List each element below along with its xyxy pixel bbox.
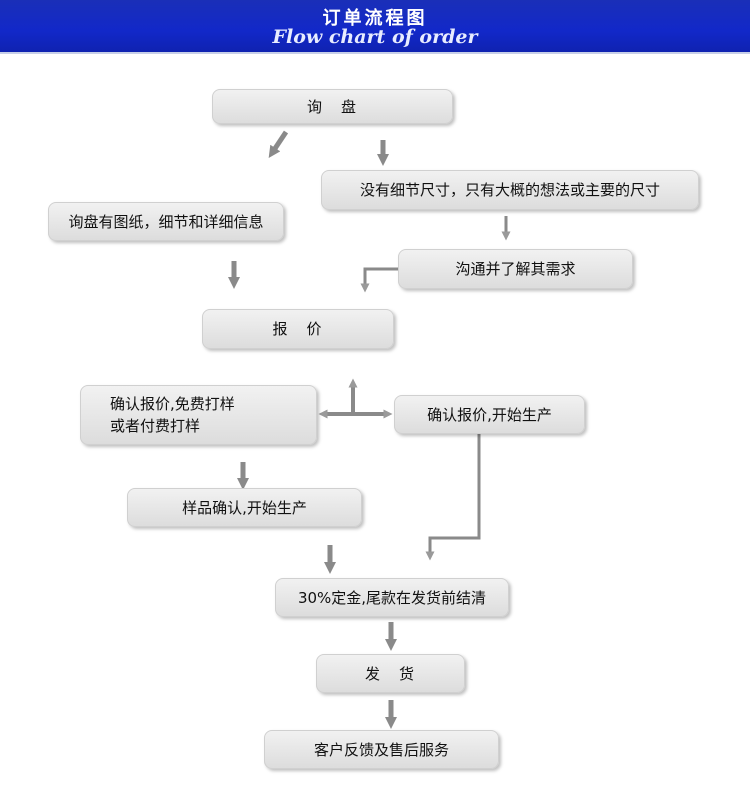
header-banner: 订单流程图 Flow chart of order: [0, 0, 750, 54]
node-shipping: 发 货: [316, 654, 465, 693]
node-communicate-label: 沟通并了解其需求: [455, 260, 576, 278]
arrow-inquiry-to-drawings: [268, 130, 289, 158]
header-divider: [0, 52, 750, 54]
node-shipping-label: 发 货: [364, 664, 416, 683]
node-quote: 报 价: [202, 309, 394, 349]
arrow-production-to-deposit: [425, 434, 481, 561]
node-confirm-sample-line1: 确认报价,免费打样: [110, 395, 235, 413]
node-inquiry-label: 询 盘: [306, 97, 358, 116]
node-no-details-label: 没有细节尺寸，只有大概的想法或主要的尺寸: [359, 181, 660, 199]
node-feedback: 客户反馈及售后服务: [264, 730, 499, 769]
node-quote-label: 报 价: [272, 320, 324, 338]
title-chinese: 订单流程图: [322, 8, 428, 29]
node-communicate: 沟通并了解其需求: [398, 249, 633, 289]
node-confirm-sample-line2: 或者付费打样: [110, 417, 201, 435]
node-deposit: 30%定金,尾款在发货前结清: [275, 578, 509, 617]
node-with-drawings-label: 询盘有图纸，细节和详细信息: [68, 212, 264, 231]
title-english: Flow chart of order: [272, 26, 478, 48]
arrow-communicate-to-quote: [360, 267, 398, 293]
node-feedback-label: 客户反馈及售后服务: [313, 740, 449, 759]
node-no-details: 没有细节尺寸，只有大概的想法或主要的尺寸: [321, 170, 699, 210]
node-with-drawings: 询盘有图纸，细节和详细信息: [48, 202, 284, 241]
node-deposit-label: 30%定金,尾款在发货前结清: [297, 588, 487, 607]
node-confirm-production: 确认报价,开始生产: [394, 395, 585, 434]
node-confirm-production-label: 确认报价,开始生产: [427, 405, 552, 424]
node-sample-confirm: 样品确认,开始生产: [127, 488, 362, 527]
node-sample-confirm-label: 样品确认,开始生产: [182, 498, 307, 517]
node-inquiry: 询 盘: [212, 89, 453, 124]
node-confirm-sample: 确认报价,免费打样 或者付费打样: [80, 385, 317, 445]
